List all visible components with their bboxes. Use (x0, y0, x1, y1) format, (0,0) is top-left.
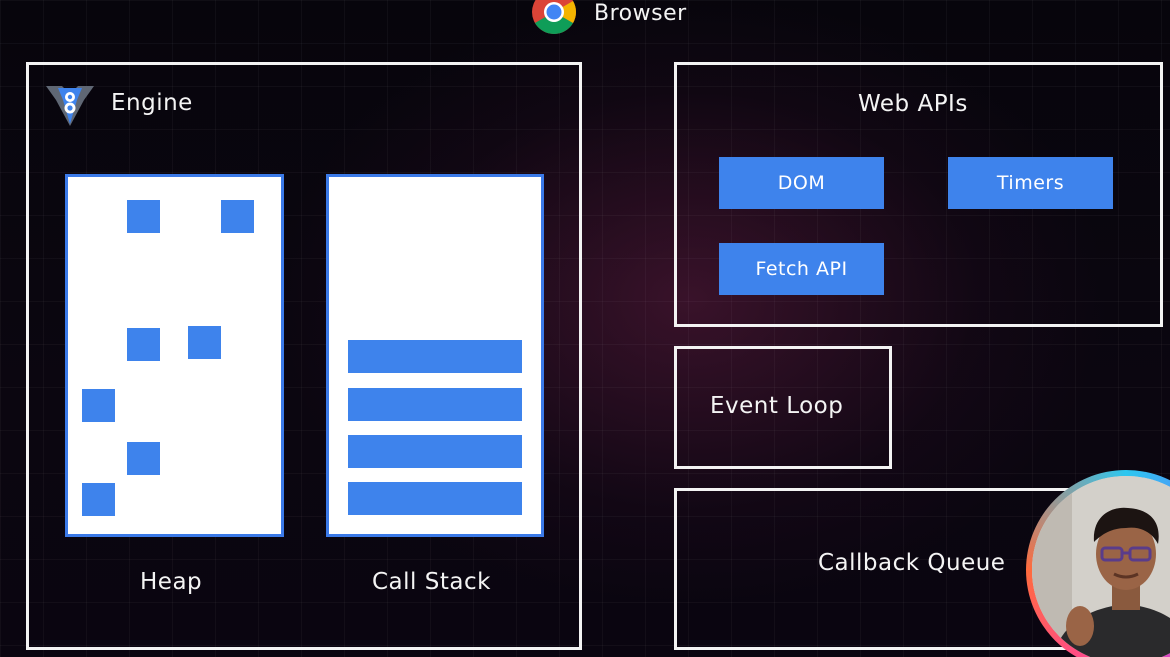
web-apis-title: Web APIs (858, 91, 968, 117)
fetch-api-box: Fetch API (719, 243, 884, 295)
web-apis-frame (674, 62, 1163, 327)
presenter-video (1032, 476, 1170, 657)
v8-logo-icon (44, 80, 96, 128)
heap-object (127, 200, 160, 233)
stack-frame (348, 388, 522, 421)
browser-title: Browser (594, 1, 687, 26)
timers-api-box: Timers (948, 157, 1113, 209)
dom-api-box: DOM (719, 157, 884, 209)
stack-frame (348, 340, 522, 373)
heap-object (82, 483, 115, 516)
heap-panel (65, 174, 284, 537)
call-stack-label: Call Stack (372, 569, 491, 595)
engine-title: Engine (111, 90, 193, 116)
presenter-webcam (1026, 470, 1170, 657)
chrome-logo-icon (530, 0, 578, 36)
heap-object (127, 328, 160, 361)
event-loop-frame (674, 346, 892, 469)
stack-frame (348, 482, 522, 515)
heap-object (127, 442, 160, 475)
event-loop-title: Event Loop (710, 393, 844, 419)
stack-frame (348, 435, 522, 468)
call-stack-panel (326, 174, 544, 537)
heap-label: Heap (140, 569, 203, 595)
engine-frame (26, 62, 582, 650)
heap-object (82, 389, 115, 422)
callback-queue-title: Callback Queue (818, 550, 1006, 576)
presenter-avatar-icon (1032, 476, 1170, 657)
heap-object (221, 200, 254, 233)
heap-object (188, 326, 221, 359)
